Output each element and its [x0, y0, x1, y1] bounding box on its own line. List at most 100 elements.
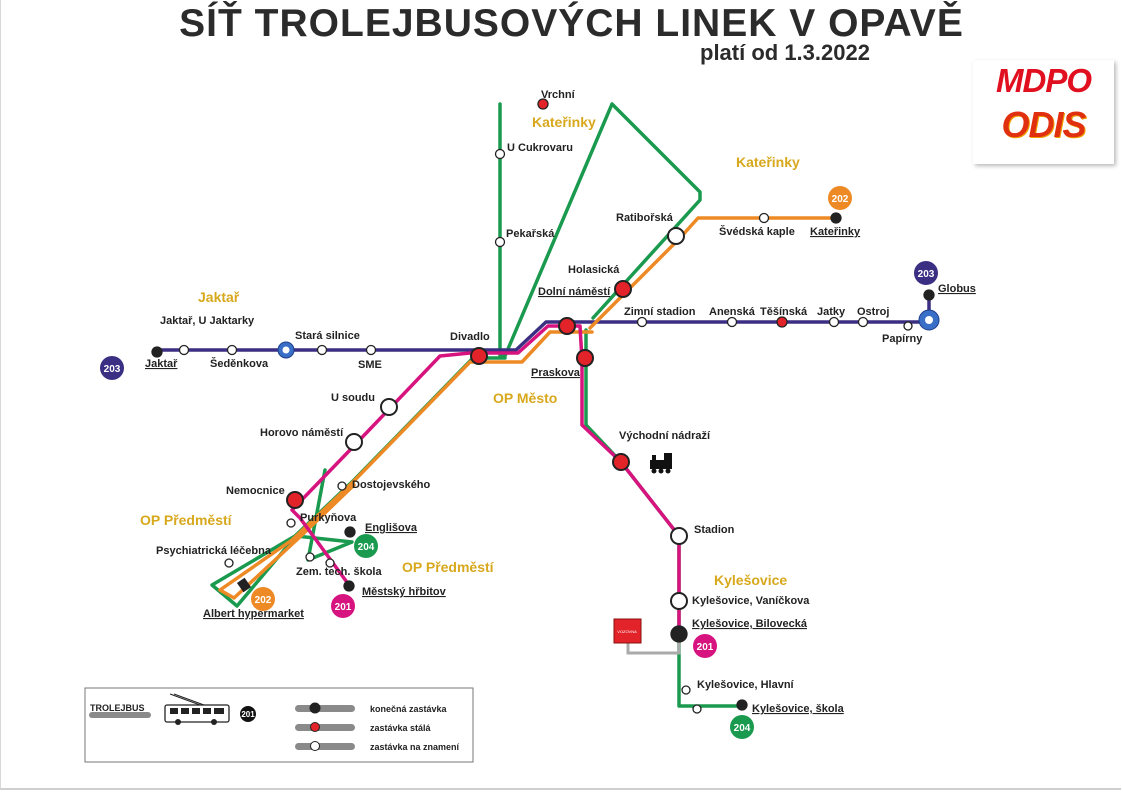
stop-marker [776, 316, 788, 328]
stop-marker [923, 289, 935, 301]
line-badge-202 [251, 587, 275, 611]
stop-label: Jaktař, U Jaktarky [160, 315, 255, 327]
stop-marker [830, 212, 842, 224]
line-badge-label: 204 [358, 542, 375, 553]
line-badge-label: 201 [697, 642, 714, 653]
stop-label: Globus [938, 283, 976, 295]
legend-item-label: zastávka na znamení [370, 742, 460, 752]
stop-label: Městský hřbitov [362, 586, 447, 598]
stop-marker [337, 481, 347, 491]
legend-terminal-marker [309, 702, 321, 714]
legend-request-marker [310, 741, 320, 751]
stop-marker [667, 227, 685, 245]
district-label: Jaktař [198, 289, 240, 305]
legend-box [84, 687, 474, 763]
roundabout-icon [918, 309, 940, 331]
stop-label: Švédská kaple [719, 225, 795, 238]
stop-label: Dostojevského [352, 479, 431, 491]
stop-marker [758, 212, 770, 224]
stop-label: Divadlo [450, 331, 490, 343]
odis-logo: ODIS [1001, 104, 1086, 145]
legend-item-label: konečná zastávka [370, 704, 448, 714]
stop-label: Jaktař [145, 358, 178, 370]
line-badge-203 [914, 261, 938, 285]
legend-line-swatch [89, 712, 151, 718]
stop-marker [726, 316, 738, 328]
stop-marker [305, 552, 315, 562]
stop-marker [343, 580, 355, 592]
stop-label: Těšínská [760, 306, 808, 318]
district-label: Kateřinky [532, 114, 596, 130]
legend-line-badge [240, 706, 256, 722]
route-202-main [218, 330, 594, 600]
stop-label: Stadion [694, 524, 735, 536]
train-icon [650, 453, 672, 474]
district-label: OP Předměstí [402, 559, 495, 575]
stop-marker [558, 317, 576, 335]
stop-label: Nemocnice [226, 485, 285, 497]
stop-marker [681, 685, 691, 695]
stop-marker [494, 148, 506, 160]
stop-label: Východní nádraží [619, 430, 711, 442]
stop-marker [670, 625, 688, 643]
stop-marker [286, 518, 296, 528]
line-badge-201 [693, 634, 717, 658]
legend: TROLEJBUS 201 konečná zastávka zastávka … [84, 687, 474, 763]
trolleybus-icon [164, 693, 230, 725]
stop-marker [537, 98, 549, 110]
stop-marker [365, 344, 377, 356]
district-label: Kylešovice [714, 572, 787, 588]
stop-label: Papírny [882, 333, 923, 345]
stop-label: SME [358, 359, 382, 371]
legend-swatch [295, 705, 355, 712]
district-labels: Jaktař Kateřinky Kateřinky OP Město OP P… [140, 114, 800, 588]
stop-marker [857, 316, 869, 328]
stop-label: Kylešovice, Hlavní [697, 679, 795, 691]
stop-label: Vrchní [541, 89, 576, 101]
map-title: SÍŤ TROLEJBUSOVÝCH LINEK V OPAVĚ [179, 2, 964, 45]
line-badge-203 [100, 356, 124, 380]
stop-marker [636, 316, 648, 328]
stop-label: Kylešovice, Vaníčkova [692, 595, 810, 607]
line-badge-label: 203 [104, 364, 121, 375]
stop-label: Dolní náměstí [538, 286, 611, 298]
stop-label: Holasická [568, 264, 620, 276]
route-204-north-loop [498, 102, 702, 358]
line-badge-204 [730, 715, 754, 739]
stop-label: Ratibořská [616, 212, 674, 224]
stop-label: Praskova [531, 367, 581, 379]
line-badges: 203 202 203 204 201 202 201 204 [100, 186, 938, 739]
legend-line-badge-label: 201 [241, 710, 255, 719]
roundabout-icon [277, 341, 295, 359]
stop-label: Zem. tech. škola [296, 566, 382, 578]
stop-label: Anenská [709, 306, 756, 318]
stop-label: Ostroj [857, 306, 889, 318]
stop-label: Zimní stadion [624, 306, 696, 318]
line-badge-201 [331, 594, 355, 618]
stop-marker [151, 346, 163, 358]
stops [151, 98, 935, 714]
legend-fixed-marker [310, 722, 320, 732]
stop-labels: Vrchní U Cukrovaru Pekařská Ratibořská Š… [145, 89, 976, 715]
district-label: Kateřinky [736, 154, 800, 170]
stop-label: Englišova [365, 522, 418, 534]
line-badge-label: 201 [335, 602, 352, 613]
stop-label: U Cukrovaru [507, 142, 573, 154]
stop-label: Horovo náměstí [260, 427, 344, 439]
line-badge-label: 202 [255, 595, 272, 606]
stop-marker [236, 577, 252, 593]
stop-label: Kylešovice, Bilovecká [692, 618, 808, 630]
stop-label: Kylešovice, škola [752, 703, 845, 715]
stop-label: Psychiatrická léčebna [156, 545, 272, 557]
stop-marker [670, 592, 688, 610]
stop-marker [380, 398, 398, 416]
stop-label: U soudu [331, 392, 375, 404]
depot-icon [613, 618, 642, 644]
legend-swatch [295, 724, 355, 731]
stop-marker [692, 704, 702, 714]
stop-marker [226, 344, 238, 356]
stop-marker [224, 558, 234, 568]
line-badge-label: 204 [734, 723, 751, 734]
depot-connector [626, 640, 681, 655]
